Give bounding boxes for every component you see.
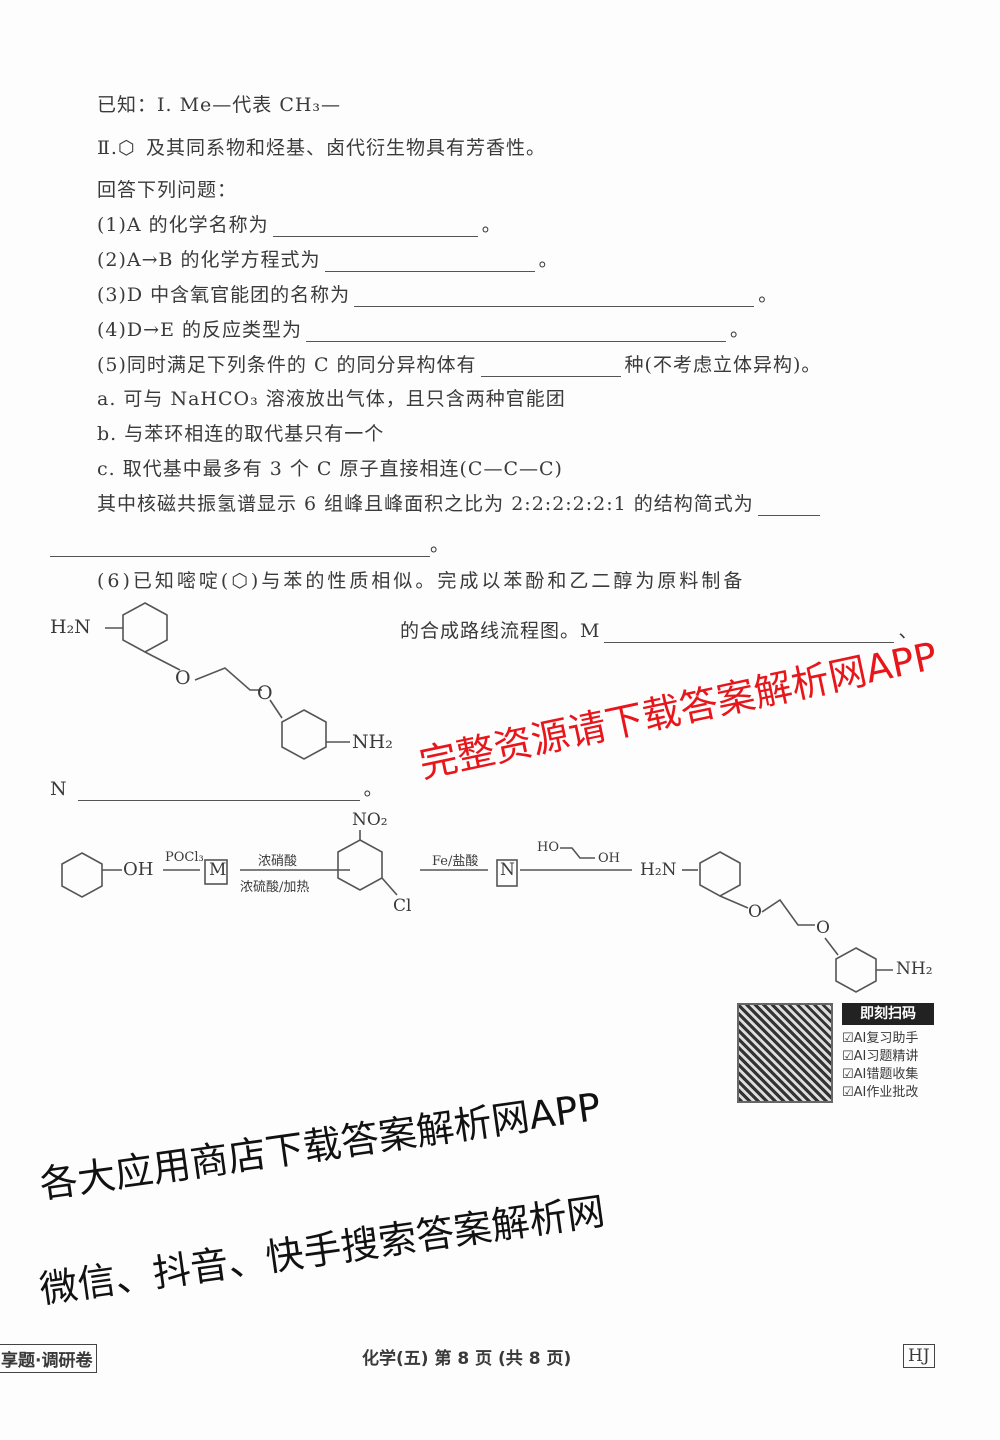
answer-blank[interactable] [757,497,820,516]
target-o2: O [257,682,273,704]
known-i: 已知：Ⅰ. Me—代表 CH₃— [97,94,342,116]
scheme-cl: Cl [393,896,412,916]
q6-n: N。 [50,778,384,801]
q3: (3)D 中含氧官能团的名称为。 [97,284,779,307]
answer-blank[interactable] [305,323,726,342]
target-h2n: H₂N [50,616,91,638]
qr-code[interactable] [737,1003,833,1103]
qr-list: ☑AI复习助手 ☑AI习题精讲 ☑AI错题收集 ☑AI作业批改 [842,1030,918,1102]
footer-center: 化学(五) 第 8 页 (共 8 页) [362,1349,572,1369]
reagent-oh: OH [598,851,620,866]
pyrimidine-icon: ⬡ [231,570,251,592]
q5d-cont: 。 [50,530,450,557]
scheme-oh: OH [123,859,154,880]
known-ii: Ⅱ.⬡及其同系物和烃基、卤代衍生物具有芳香性。 [97,137,546,159]
answer-blank-n[interactable] [77,782,360,801]
intermediate-m: M [209,860,227,880]
qr-title: 即刻扫码 [842,1003,934,1025]
qr-item: ☑AI习题精讲 [842,1049,919,1064]
reagent-fe-hcl: Fe/盐酸 [432,854,479,869]
reagent-pocl3: POCl₃ [165,850,204,865]
target-molecule [105,602,350,760]
q5b: b. 与苯环相连的取代基只有一个 [97,423,385,445]
reagent-h2so4: 浓硫酸/加热 [240,880,310,895]
reagent-hno3: 浓硝酸 [258,854,298,869]
intermediate-n: N [500,860,515,880]
footer-left: 享题·调研卷 [0,1344,98,1373]
q5d: 其中核磁共振氢谱显示 6 组峰且峰面积之比为 2:2:2:2:2:1 的结构简式… [97,489,824,516]
product-nh2: NH₂ [896,959,933,979]
qr-item: ☑AI错题收集 [842,1067,919,1082]
product-o1: O [748,902,762,922]
answer-blank[interactable] [50,538,430,557]
product-o2: O [816,918,830,938]
scheme [61,830,893,993]
product-h2n: H₂N [640,860,677,880]
qr-item: ☑AI复习助手 [842,1031,919,1046]
q5a: a. 可与 NaHCO₃ 溶液放出气体，且只含两种官能团 [97,388,566,410]
answer-blank[interactable] [272,218,478,237]
q5c: c. 取代基中最多有 3 个 C 原子直接相连(C—C—C) [97,458,563,480]
q2: (2)A→B 的化学方程式为。 [97,249,559,272]
footer-right: HJ [903,1344,935,1368]
q5: (5)同时满足下列条件的 C 的同分异构体有种(不考虑立体异构)。 [97,354,822,377]
target-nh2: NH₂ [352,731,393,753]
answer-blank[interactable] [480,358,621,377]
pyrimidine-icon: ⬡ [117,137,136,159]
qr-item: ☑AI作业批改 [842,1085,919,1100]
answer-blank[interactable] [354,288,755,307]
answer-blank-m[interactable] [604,624,895,643]
q6: (6)已知嘧啶(⬡)与苯的性质相似。完成以苯酚和乙二醇为原料制备 [97,570,746,592]
answer-blank[interactable] [324,253,535,272]
scheme-no2: NO₂ [352,810,388,830]
q4: (4)D→E 的反应类型为。 [97,319,750,342]
q6-line2: 的合成路线流程图。M、 [400,620,919,643]
q1: (1)A 的化学名称为。 [97,214,502,237]
reagent-ho: HO [537,840,559,855]
intro: 回答下列问题： [97,179,238,201]
target-o1: O [175,667,191,689]
